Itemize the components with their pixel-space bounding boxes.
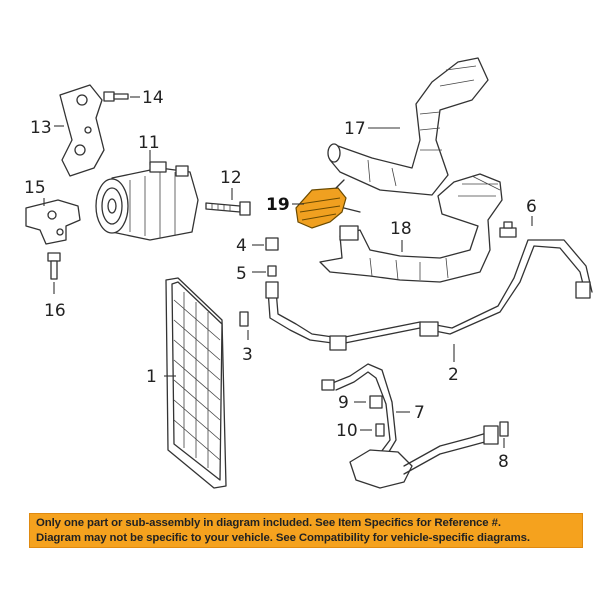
part-16-bolt [47, 252, 61, 280]
part-1-condenser [165, 277, 227, 489]
part-3-fitting [239, 311, 249, 327]
callout-1: 1 [146, 367, 157, 387]
part-14-bolt [103, 91, 129, 102]
part-12-bolt [205, 201, 251, 216]
part-10-fitting [375, 423, 385, 437]
part-5-fitting [267, 265, 277, 277]
callout-15: 15 [24, 178, 46, 198]
callout-12: 12 [220, 168, 242, 188]
part-19-hose-highlighted [295, 179, 361, 229]
callout-10: 10 [336, 421, 358, 441]
part-15-mount [25, 199, 81, 245]
notice-line-1: Only one part or sub-assembly in diagram… [36, 517, 501, 529]
part-2-ac-line [265, 239, 593, 351]
part-13-bracket [59, 84, 105, 177]
part-8-fitting [499, 421, 509, 437]
callout-4: 4 [236, 236, 247, 256]
callout-14: 14 [142, 88, 164, 108]
callout-17: 17 [344, 119, 366, 139]
callout-13: 13 [30, 118, 52, 138]
compatibility-notice: Only one part or sub-assembly in diagram… [29, 513, 583, 548]
part-11-compressor [95, 161, 199, 241]
callout-19: 19 [266, 195, 290, 215]
part-6-fitting [499, 221, 517, 238]
callout-5: 5 [236, 264, 247, 284]
part-9-fitting [369, 395, 383, 409]
callout-7: 7 [414, 403, 425, 423]
callout-8: 8 [498, 452, 509, 472]
callout-16: 16 [44, 301, 66, 321]
part-18-hose-assembly [319, 173, 503, 283]
callout-11: 11 [138, 133, 160, 153]
callout-2: 2 [448, 365, 459, 385]
callout-3: 3 [242, 345, 253, 365]
part-4-fitting [265, 237, 279, 251]
callout-18: 18 [390, 219, 412, 239]
callout-9: 9 [338, 393, 349, 413]
part-17-hose [327, 57, 489, 196]
callout-6: 6 [526, 197, 537, 217]
notice-line-2: Diagram may not be specific to your vehi… [36, 532, 530, 544]
part-7-ac-hose [321, 363, 499, 489]
leader-lines [43, 96, 533, 448]
